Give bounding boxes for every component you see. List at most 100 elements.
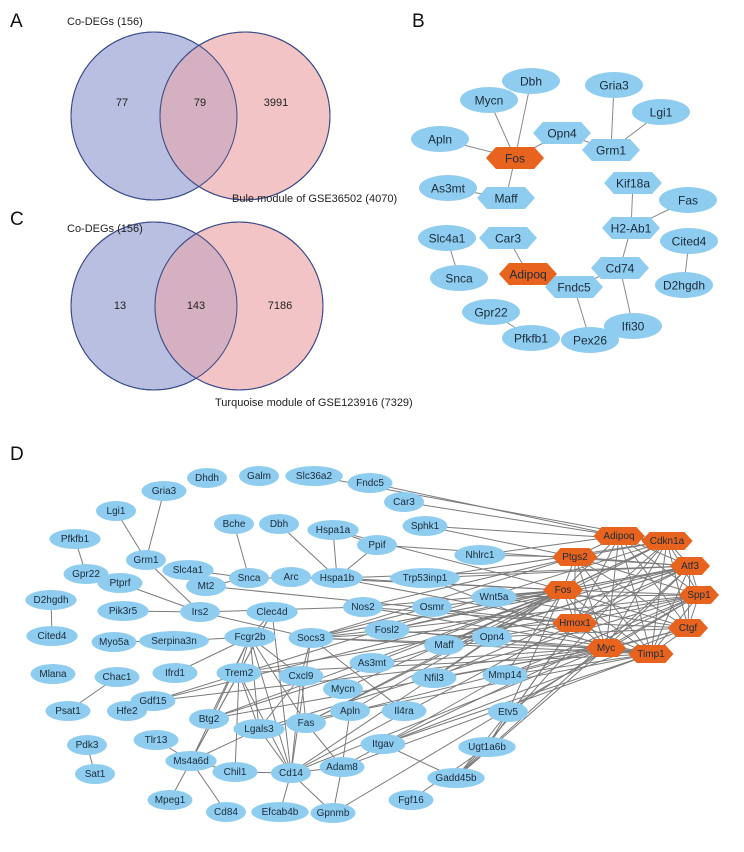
venn-a-right-title: Bule module of GSE36502 (4070) — [232, 193, 397, 205]
network-b-node-label: Ifi30 — [622, 320, 645, 334]
network-d-edge — [362, 556, 576, 608]
network-d-edge — [249, 636, 292, 774]
network-d-edge — [382, 674, 506, 745]
network-d-edge — [562, 589, 652, 655]
network-d-node-label: Btg2 — [199, 714, 220, 725]
network-d-edge — [249, 636, 307, 724]
network-d-edge — [562, 589, 700, 596]
network-b-node-pfkfb1: Pfkfb1 — [502, 325, 560, 351]
panel-label-a: A — [10, 11, 23, 32]
network-d-node-label: Gpr22 — [72, 569, 100, 580]
network-b-node-cd74: Cd74 — [591, 257, 649, 279]
network-b-node-label: Mycn — [475, 94, 504, 108]
network-d-node-chil1: Chil1 — [212, 762, 258, 782]
network-d-node-label: Dhdh — [195, 473, 219, 484]
network-d-node-label: Cited4 — [38, 631, 67, 642]
network-d-node-label: Lgi1 — [107, 506, 126, 517]
venn-a-left-count: 77 — [116, 97, 128, 109]
network-d-node-dhdh: Dhdh — [187, 468, 227, 488]
network-d-edge — [310, 556, 576, 639]
network-d-node-label: Opn4 — [480, 632, 505, 643]
venn-c-right-count: 7186 — [268, 300, 292, 312]
network-d-node-lgals3: Lgals3 — [233, 719, 285, 739]
network-d-node-fgf16: Fgf16 — [388, 790, 434, 810]
network-d-node-label: Etv5 — [498, 707, 518, 718]
network-b-node-label: Pex26 — [573, 334, 607, 348]
network-d-node-sphk1: Sphk1 — [402, 516, 448, 536]
network-d-edge — [371, 589, 564, 664]
network-d-edge — [369, 482, 620, 537]
network-b-node-label: Lgi1 — [650, 106, 673, 120]
network-d-node-label: Timp1 — [637, 649, 665, 660]
network-b-node-pex26: Pex26 — [561, 327, 619, 353]
network-d-edge — [371, 647, 607, 664]
network-b-node-label: Cited4 — [672, 235, 707, 249]
venn-a-overlap — [160, 32, 237, 200]
network-d-node-efcab4b: Efcab4b — [251, 802, 309, 822]
network-d-node-label: Mpeg1 — [155, 795, 186, 806]
network-d-node-timp1: Timp1 — [628, 645, 674, 663]
network-d-node-label: Il4ra — [394, 706, 414, 717]
network-d-edge — [258, 594, 700, 730]
network-d-node-nhlrc1: Nhlrc1 — [454, 545, 506, 565]
network-d-node-mmp14: Mmp14 — [482, 665, 528, 685]
network-d-node-trem2: Trem2 — [216, 663, 262, 683]
network-b-node-gpr22: Gpr22 — [462, 299, 520, 325]
network-d-node-adam8: Adam8 — [319, 757, 365, 777]
network-b-node-label: Grm1 — [596, 144, 626, 158]
network-d-node-pik3r5: Pik3r5 — [97, 601, 149, 621]
network-d-node-label: Slc4a1 — [173, 565, 204, 576]
network-d-node-snca: Snca — [229, 568, 269, 588]
network-b-node-label: Opn4 — [547, 127, 577, 141]
network-b-node-label: Slc4a1 — [429, 232, 466, 246]
network-d-node-irs2: Irs2 — [180, 602, 220, 622]
panel-label-d: D — [10, 444, 24, 465]
network-b-node-label: Kif18a — [616, 177, 650, 191]
network-d-node-serpina3n: Serpina3n — [139, 631, 209, 651]
network-d-edge — [271, 611, 292, 774]
network-d-node-ppif: Ppif — [357, 535, 397, 555]
network-d-node-label: Pdk3 — [76, 740, 99, 751]
network-d-node-socs3: Socs3 — [288, 628, 334, 648]
network-d-node-spp1: Spp1 — [679, 586, 719, 604]
network-d-edge — [424, 540, 668, 579]
network-d-edge — [574, 594, 700, 624]
network-b-node-fndc5: Fndc5 — [545, 276, 603, 298]
network-d-node-label: Cd14 — [279, 768, 303, 779]
network-d-node-label: Efcab4b — [262, 807, 299, 818]
network-d-node-label: Mlana — [39, 669, 67, 680]
network-d-node-fndc5: Fndc5 — [347, 473, 393, 493]
venn-a-right-count: 3991 — [264, 97, 288, 109]
network-b-node-mycn: Mycn — [460, 87, 518, 113]
network-d-node-label: Fos — [555, 585, 572, 596]
network-d-edge — [486, 622, 576, 748]
venn-c-overlap — [155, 222, 237, 390]
network-d-node-fosl2: Fosl2 — [364, 620, 410, 640]
network-d-edge — [376, 544, 691, 567]
network-d-node-label: Chac1 — [103, 672, 132, 683]
venn-c-left-count: 13 — [114, 300, 126, 312]
network-b-node-slc4a1: Slc4a1 — [418, 225, 476, 251]
network-d-edge — [336, 577, 576, 624]
network-d-edge — [258, 653, 652, 730]
network-d-edge — [650, 565, 691, 655]
network-b-node-fos: Fos — [486, 147, 544, 169]
network-b-node-apln: Apln — [411, 126, 469, 152]
venn-c-overlap-count: 143 — [187, 300, 205, 312]
network-d-node-psat1: Psat1 — [45, 701, 91, 721]
network-d-node-label: Ptgs2 — [562, 552, 588, 563]
network-b-node-label: Adipoq — [509, 268, 546, 282]
network-d-node-label: Cxcl9 — [288, 671, 313, 682]
network-d-node-label: Ctgf — [679, 623, 698, 634]
network-d-node-label: Bche — [223, 519, 246, 530]
network-d-edge — [491, 627, 689, 638]
network-d-node-label: Mmp14 — [488, 670, 522, 681]
network-b-node-label: Fos — [505, 152, 525, 166]
network-b-node-h2-ab1: H2-Ab1 — [602, 217, 660, 239]
network-d-node-label: Lgals3 — [244, 724, 274, 735]
network-d-node-label: Car3 — [393, 497, 415, 508]
network-b-node-cited4: Cited4 — [660, 228, 718, 254]
network-d-node-ugt1a6b: Ugt1a6b — [458, 737, 516, 757]
network-d-edge — [386, 565, 691, 631]
